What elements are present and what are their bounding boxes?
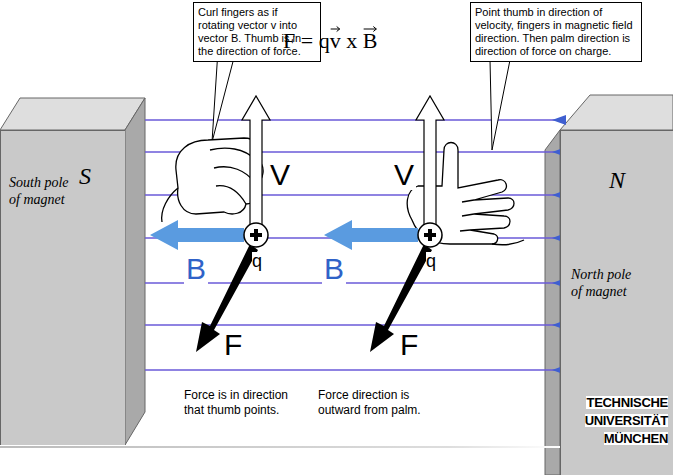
pole-letter: S [79,163,91,190]
velocity-label: V [268,160,292,190]
field-label: B [184,254,208,284]
velocity-arrow [242,96,444,226]
callout-box: Point thumb in direction of velocity, fi… [470,2,642,62]
magnet-top [560,95,673,130]
magnet-side [545,130,560,475]
callout-text: Point thumb in direction of velocity, fi… [475,6,637,57]
charge [244,223,442,247]
force-label: F [222,330,244,360]
charge-label: q [426,252,436,270]
callout-tail [212,50,236,142]
field-arrowhead [552,115,566,125]
field-lines [145,115,566,375]
field-line [145,369,560,371]
pole-letter: N [609,167,625,194]
velocity-label: V [392,160,416,190]
callout-tail [490,60,510,150]
magnet-side [125,98,145,445]
formula: F = qv x B [283,28,377,54]
fist [162,138,263,222]
logo-text: MÜNCHEN [604,432,668,445]
note: Force is in direction that thumb points. [184,388,306,418]
note: Force direction is outward from palm. [318,388,430,418]
field-arrow [150,220,418,250]
field-label: B [322,254,346,284]
magnet-pole: S South pole of magnet [0,130,125,445]
magnet-top [0,98,145,130]
force-label: F [398,330,420,360]
rule [0,446,560,448]
logo-text: TECHNISCHE [586,396,668,409]
pole-name: North pole of magnet [571,267,633,301]
charge-label: q [252,252,262,270]
pole-name: South pole of magnet [9,175,71,209]
logo-text: UNIVERSITÄT [585,414,668,427]
